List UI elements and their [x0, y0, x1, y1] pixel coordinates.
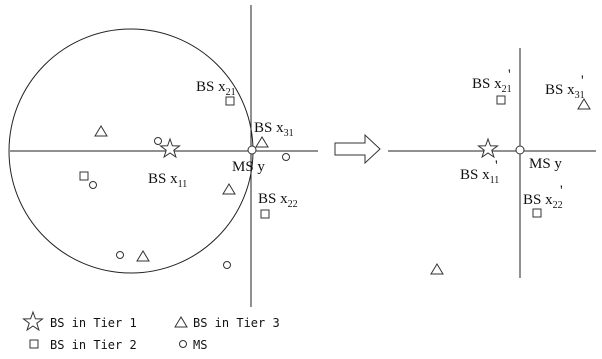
label-ms-y-right: MS y: [529, 156, 562, 172]
triangle-icon: [136, 250, 150, 262]
label-ms-y: MS y: [232, 159, 265, 175]
star-icon: [159, 137, 181, 159]
arrow-right-icon: [334, 133, 381, 165]
legend-ms: MS: [193, 338, 207, 352]
circle-icon: [116, 251, 124, 259]
square-icon: [532, 208, 542, 218]
label-bs-x11-prime: BS x11: [460, 167, 499, 186]
triangle-icon: [430, 263, 444, 275]
legend-tier3: BS in Tier 3: [193, 316, 280, 330]
square-icon: [225, 96, 235, 106]
label-bs-x21: BS x21: [196, 79, 236, 98]
prime-mark: ': [581, 73, 584, 89]
triangle-icon: [94, 125, 108, 137]
triangle-icon: [577, 98, 591, 110]
triangle-icon: [222, 183, 236, 195]
square-icon: [496, 95, 506, 105]
circle-icon: [89, 181, 97, 189]
circle-icon: [282, 153, 290, 161]
circle-icon: [247, 145, 257, 155]
square-icon: [29, 339, 39, 349]
circle-icon: [154, 137, 162, 145]
legend-tier2: BS in Tier 2: [50, 338, 137, 352]
left-panel: BS x21 BS x31 MS y BS x11 BS x22: [8, 5, 318, 307]
circle-icon: [179, 340, 187, 348]
circle-icon: [515, 145, 525, 155]
label-bs-x31-prime: BS x31: [545, 82, 585, 101]
legend-tier1: BS in Tier 1: [50, 316, 137, 330]
right-panel: BS x21 BS x31 MS y BS x11 BS x22 ' ' ' ': [388, 48, 596, 278]
prime-mark: ': [560, 183, 563, 199]
prime-mark: ': [508, 67, 511, 83]
square-icon: [79, 171, 89, 181]
legend: BS in Tier 1 BS in Tier 3 BS in Tier 2 M…: [22, 310, 280, 352]
label-bs-x22-prime: BS x22: [523, 192, 563, 211]
circle-icon: [223, 261, 231, 269]
label-bs-x31: BS x31: [254, 120, 294, 139]
star-icon: [22, 310, 44, 332]
label-bs-x11: BS x11: [148, 171, 187, 190]
prime-mark: ': [495, 158, 498, 174]
star-icon: [477, 137, 499, 159]
triangle-icon: [255, 136, 269, 148]
triangle-icon: [174, 316, 188, 328]
square-icon: [260, 209, 270, 219]
label-bs-x22: BS x22: [258, 191, 298, 210]
label-bs-x21-prime: BS x21: [472, 76, 512, 95]
